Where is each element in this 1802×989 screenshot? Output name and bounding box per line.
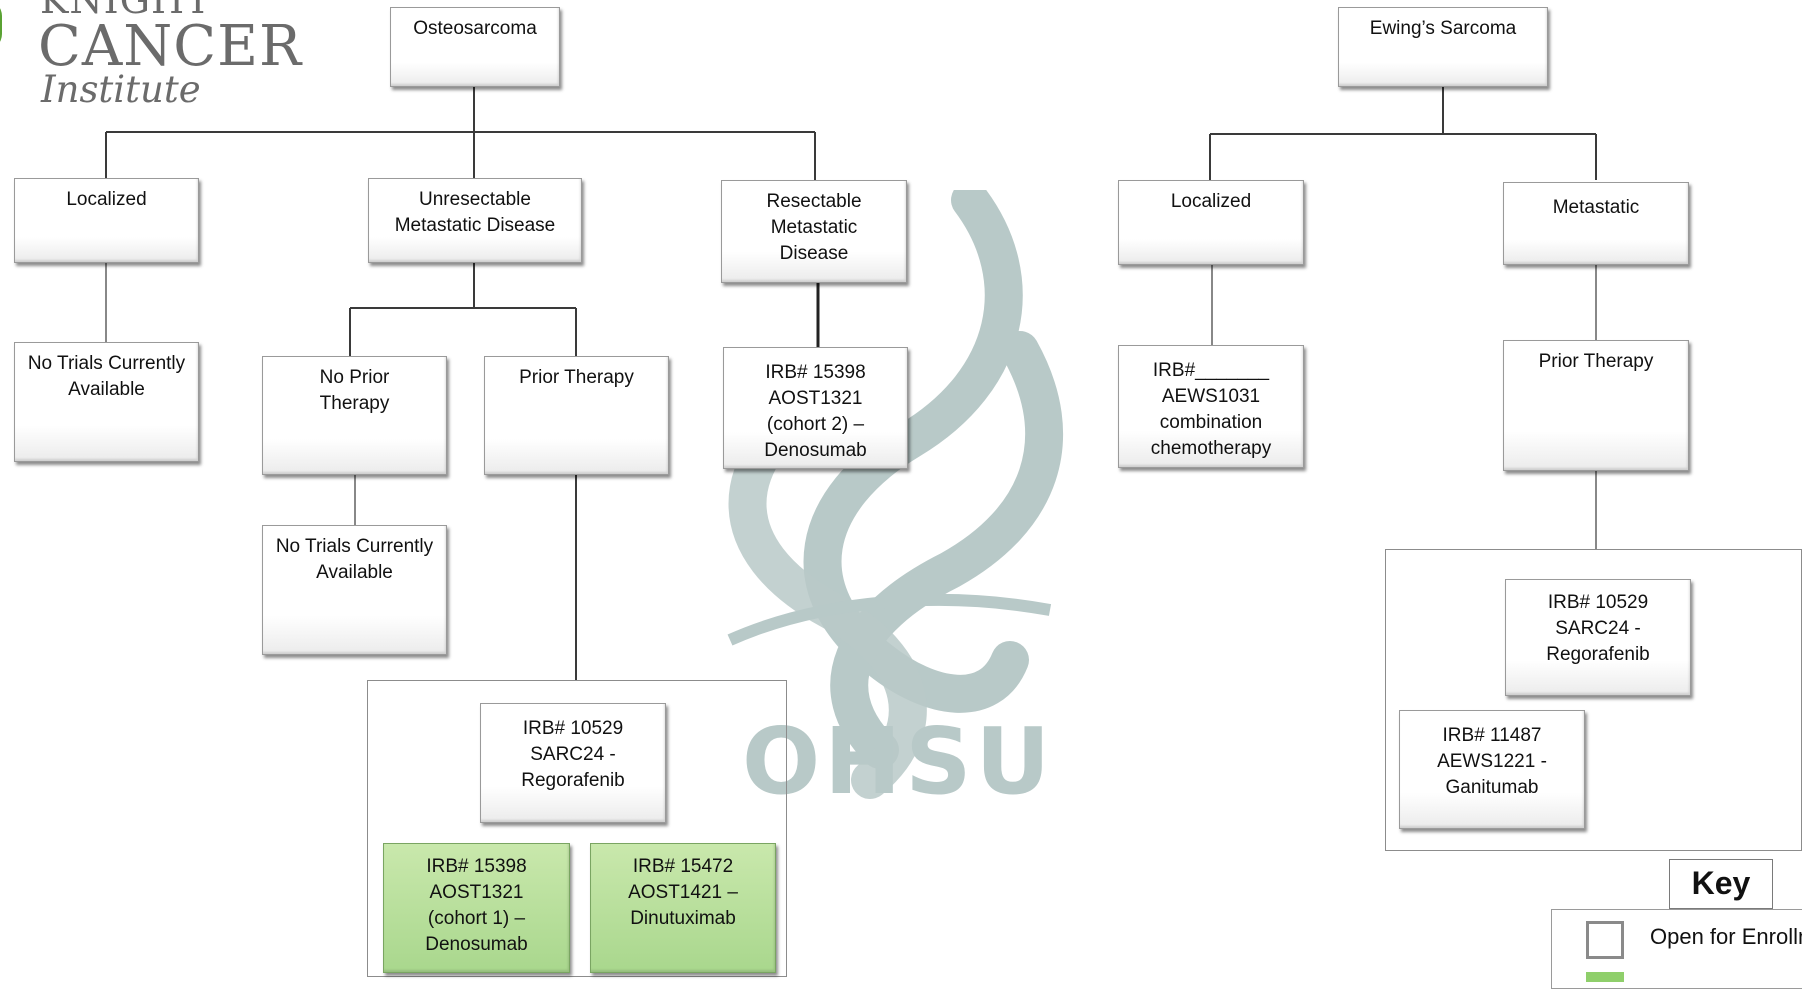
- node-ewing-trial-aews1221: IRB# 11487 AEWS1221 - Ganitumab: [1399, 710, 1585, 829]
- node-osteo-no-prior-no-trials: No Trials Currently Available: [262, 525, 447, 655]
- node-ewing-metastatic: Metastatic: [1503, 182, 1689, 265]
- logo-line-3: Institute: [41, 68, 201, 111]
- node-ewing-localized: Localized: [1118, 180, 1304, 265]
- logo-line-2: CANCER: [38, 14, 303, 79]
- logo-line-1: KNIGHT: [40, 0, 212, 22]
- node-osteo-resectable-trial: IRB# 15398 AOST1321 (cohort 2) – Denosum…: [723, 347, 908, 469]
- node-osteosarcoma: Osteosarcoma: [390, 7, 560, 87]
- node-osteo-trial-sarc24: IRB# 10529 SARC24 - Regorafenib: [480, 703, 666, 823]
- key-open-label: Open for Enrollment: [1650, 924, 1802, 949]
- knight-cancer-institute-logo: KNIGHT CANCER Institute: [0, 0, 303, 115]
- node-osteo-no-prior-therapy: No Prior Therapy: [262, 356, 447, 475]
- key-green-swatch-icon: [1586, 972, 1624, 982]
- key-open-swatch-icon: [1586, 921, 1624, 959]
- node-ewing-localized-trial: IRB#_______ AEWS1031 combination chemoth…: [1118, 345, 1304, 468]
- key-title: Key: [1669, 859, 1773, 909]
- node-osteo-resectable: Resectable Metastatic Disease: [721, 180, 907, 283]
- node-osteo-trial-aost1421: IRB# 15472 AOST1421 – Dinutuximab: [590, 843, 776, 973]
- node-osteo-prior-therapy: Prior Therapy: [484, 356, 669, 475]
- node-ewing-prior-therapy: Prior Therapy: [1503, 340, 1689, 471]
- node-osteo-localized: Localized: [14, 178, 199, 263]
- node-ewing-trial-sarc24: IRB# 10529 SARC24 - Regorafenib: [1505, 579, 1691, 696]
- ohsu-watermark-text: OHSU: [742, 708, 1055, 815]
- node-ewings-sarcoma: Ewing’s Sarcoma: [1338, 7, 1548, 87]
- node-osteo-trial-aost1321-cohort1: IRB# 15398 AOST1321 (cohort 1) – Denosum…: [383, 843, 570, 973]
- node-osteo-localized-no-trials: No Trials Currently Available: [14, 342, 199, 462]
- node-osteo-unresectable: Unresectable Metastatic Disease: [368, 178, 582, 263]
- logo-mark-icon: [0, 0, 2, 50]
